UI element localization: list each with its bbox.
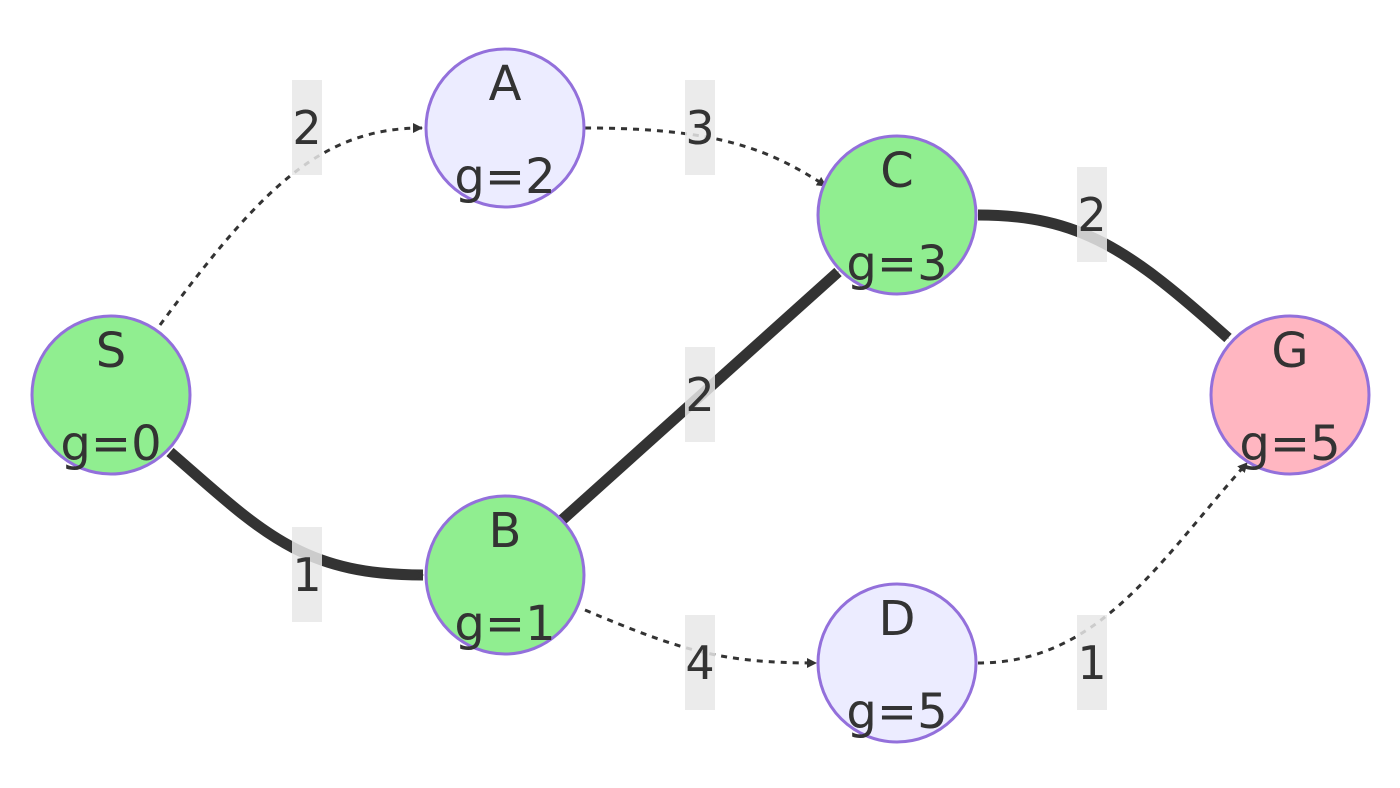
edge-S-B bbox=[166, 447, 424, 581]
edge-weight: 1 bbox=[1077, 636, 1106, 690]
edge-label-B-D: 4 bbox=[685, 615, 715, 710]
edge-label-background bbox=[685, 80, 715, 175]
node-circle bbox=[816, 582, 978, 744]
node-circle bbox=[424, 47, 586, 209]
edge-D-G bbox=[977, 461, 1249, 665]
node-D: Dg=5 bbox=[816, 582, 978, 744]
node-C: Cg=3 bbox=[816, 134, 978, 296]
node-B: Bg=1 bbox=[424, 494, 586, 656]
node-circle bbox=[424, 494, 586, 656]
node-A: Ag=2 bbox=[424, 47, 586, 209]
node-cost: g=5 bbox=[1239, 416, 1340, 472]
edge-label-S-B: 1 bbox=[292, 527, 322, 622]
edge-weight: 2 bbox=[292, 101, 321, 155]
edge-label-background bbox=[292, 80, 322, 175]
edge-label-D-G: 1 bbox=[1077, 615, 1107, 710]
node-name: B bbox=[489, 503, 522, 559]
edge-label-background bbox=[1077, 167, 1107, 262]
edge-label-background bbox=[1077, 615, 1107, 710]
node-cost: g=1 bbox=[454, 596, 555, 652]
node-name: C bbox=[880, 143, 914, 199]
edge-weight: 1 bbox=[292, 548, 321, 602]
node-cost: g=0 bbox=[60, 416, 161, 472]
node-name: G bbox=[1271, 323, 1308, 379]
edge-label-background bbox=[685, 347, 715, 442]
edge-weight: 2 bbox=[1077, 188, 1106, 242]
node-name: D bbox=[879, 591, 916, 647]
node-circle bbox=[30, 314, 192, 476]
edge-weight: 3 bbox=[685, 101, 714, 155]
edge-S-A bbox=[158, 123, 423, 326]
edge-label-B-C: 2 bbox=[685, 347, 715, 442]
edge-label-C-G: 2 bbox=[1077, 167, 1107, 262]
node-circle bbox=[1209, 314, 1371, 476]
edge-weight: 4 bbox=[685, 636, 714, 690]
node-S: Sg=0 bbox=[30, 314, 192, 476]
node-cost: g=3 bbox=[846, 236, 947, 292]
node-circle bbox=[816, 134, 978, 296]
edge-label-background bbox=[685, 615, 715, 710]
edge-label-S-A: 2 bbox=[292, 80, 322, 175]
node-cost: g=5 bbox=[846, 684, 947, 740]
node-name: A bbox=[489, 56, 522, 112]
edge-weight: 2 bbox=[685, 368, 714, 422]
edge-label-background bbox=[292, 527, 322, 622]
node-name: S bbox=[96, 323, 126, 379]
node-cost: g=2 bbox=[454, 149, 555, 205]
edge-label-A-C: 3 bbox=[685, 80, 715, 175]
node-G: Gg=5 bbox=[1209, 314, 1371, 476]
